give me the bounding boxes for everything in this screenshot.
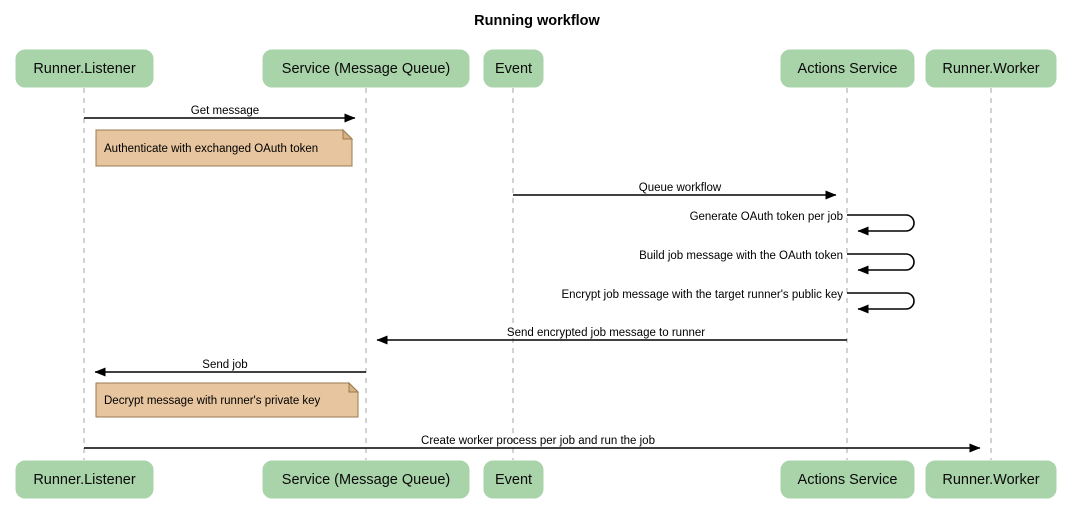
message-label: Send job	[202, 359, 247, 371]
message-send-encrypted-job[interactable]: Send encrypted job message to runner	[376, 327, 847, 345]
participant-runner-worker-bottom[interactable]: Runner.Worker	[925, 460, 1057, 499]
participant-box[interactable]	[925, 49, 1057, 88]
message-get-message[interactable]: Get message	[84, 105, 356, 123]
participant-service-message-queue-bottom[interactable]: Service (Message Queue)	[262, 460, 470, 499]
note-body	[95, 129, 353, 167]
participant-box[interactable]	[15, 460, 154, 499]
participant-label: Service (Message Queue)	[282, 61, 450, 77]
message-label: Encrypt job message with the target runn…	[561, 289, 843, 301]
message-label: Get message	[191, 105, 259, 117]
message-queue-workflow[interactable]: Queue workflow	[513, 182, 837, 200]
message-label: Generate OAuth token per job	[690, 211, 843, 223]
participant-runner-listener-top[interactable]: Runner.Listener	[15, 49, 154, 88]
message-self-loop[interactable]	[847, 292, 915, 314]
message-label: Queue workflow	[639, 182, 722, 194]
participant-actions-service-top[interactable]: Actions Service	[780, 49, 915, 88]
note-decrypt-private-key: Decrypt message with runner's private ke…	[95, 381, 360, 418]
participant-box[interactable]	[483, 460, 544, 499]
participant-box[interactable]	[15, 49, 154, 88]
note-authenticate-oauth: Authenticate with exchanged OAuth token	[95, 128, 354, 167]
message-encrypt-job-message[interactable]: Encrypt job message with the target runn…	[561, 289, 915, 314]
participant-box[interactable]	[780, 49, 915, 88]
participant-label: Actions Service	[798, 61, 898, 77]
note-body	[95, 382, 359, 418]
participant-box[interactable]	[262, 49, 470, 88]
participant-label: Event	[495, 472, 532, 488]
note-label: Authenticate with exchanged OAuth token	[104, 143, 318, 155]
note-label: Decrypt message with runner's private ke…	[104, 395, 321, 407]
participant-label: Event	[495, 61, 532, 77]
message-generate-oauth-token[interactable]: Generate OAuth token per job	[690, 211, 915, 236]
participant-label: Actions Service	[798, 472, 898, 488]
participant-event-top[interactable]: Event	[483, 49, 544, 88]
participant-box[interactable]	[262, 460, 470, 499]
participant-label: Runner.Worker	[942, 61, 1039, 77]
message-create-worker-process[interactable]: Create worker process per job and run th…	[84, 435, 981, 453]
message-self-loop[interactable]	[847, 253, 915, 275]
participant-runner-listener-bottom[interactable]: Runner.Listener	[15, 460, 154, 499]
participant-box[interactable]	[780, 460, 915, 499]
note-fold-corner	[342, 128, 354, 140]
participants-bottom: Runner.Listener Service (Message Queue) …	[15, 460, 1057, 499]
participant-label: Runner.Worker	[942, 472, 1039, 488]
note-fold-corner	[348, 381, 360, 393]
participant-box[interactable]	[483, 49, 544, 88]
participant-actions-service-bottom[interactable]: Actions Service	[780, 460, 915, 499]
diagram-title: Running workflow	[474, 13, 600, 29]
participant-label: Runner.Listener	[33, 472, 136, 488]
message-label: Build job message with the OAuth token	[639, 250, 843, 262]
participant-label: Runner.Listener	[33, 61, 136, 77]
participant-box[interactable]	[925, 460, 1057, 499]
lifelines	[83, 88, 992, 460]
participant-event-bottom[interactable]: Event	[483, 460, 544, 499]
message-build-job-message[interactable]: Build job message with the OAuth token	[639, 250, 915, 275]
message-label: Send encrypted job message to runner	[507, 327, 705, 339]
message-send-job[interactable]: Send job	[94, 359, 366, 377]
participant-label: Service (Message Queue)	[282, 472, 450, 488]
participants-top: Runner.Listener Service (Message Queue) …	[15, 49, 1057, 88]
message-label: Create worker process per job and run th…	[421, 435, 655, 447]
participant-runner-worker-top[interactable]: Runner.Worker	[925, 49, 1057, 88]
participant-service-message-queue-top[interactable]: Service (Message Queue)	[262, 49, 470, 88]
message-self-loop[interactable]	[847, 214, 915, 236]
